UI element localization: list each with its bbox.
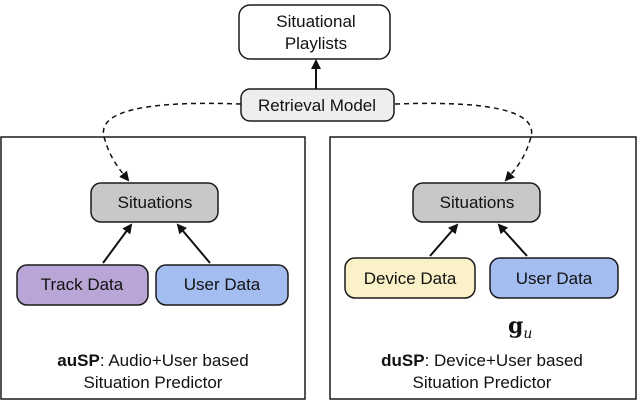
retrieval-to-left-situations-arrow [102, 102, 242, 182]
right-user-data-box [489, 257, 619, 299]
ausp-caption-bold: auSP [57, 351, 100, 370]
left-situations-node: Situations [90, 182, 219, 223]
dusp-panel-border [329, 136, 637, 400]
situational-playlists-line2: Playlists [285, 34, 347, 53]
device-data-node: Device Data [344, 257, 476, 299]
ausp-caption-line2: Situation Predictor [84, 373, 223, 392]
retrieval-model-node: Retrieval Model [240, 88, 395, 122]
right-user-data-node: User Data [489, 257, 619, 299]
gu-math-base: g [508, 313, 523, 339]
track-to-situations-arrow [102, 223, 133, 264]
dusp-caption-bold: duSP [381, 351, 424, 370]
dusp-panel: Situations Device Data User Data gu duSP… [329, 136, 637, 400]
situational-playlists-line1: Situational [276, 12, 355, 31]
track-data-box [16, 264, 149, 306]
track-data-node: Track Data [16, 264, 149, 306]
device-to-situations-arrow [429, 223, 459, 257]
device-data-box [344, 257, 476, 299]
right-situations-label: Situations [440, 193, 515, 212]
ausp-caption-rest: : Audio+User based [100, 351, 249, 370]
left-user-data-label: User Data [184, 275, 261, 294]
gu-math-symbol: gu [508, 313, 532, 342]
gu-math-subscript: u [523, 326, 532, 342]
right-user-to-situations-arrow [497, 223, 528, 257]
left-situations-label: Situations [118, 193, 193, 212]
left-user-data-box [155, 264, 289, 306]
track-data-label: Track Data [41, 275, 124, 294]
right-situations-box [412, 182, 541, 223]
right-situations-node: Situations [412, 182, 541, 223]
retrieval-to-right-situations-arrow [394, 102, 533, 182]
situational-playlists-node: Situational Playlists [238, 4, 391, 60]
left-situations-box [90, 182, 219, 223]
left-user-to-situations-arrow [176, 223, 211, 264]
retrieval-model-label: Retrieval Model [258, 96, 376, 115]
right-user-data-label: User Data [516, 269, 593, 288]
retrieval-model-box [240, 88, 395, 122]
ausp-panel-border [0, 136, 306, 400]
dusp-caption-line2: Situation Predictor [413, 373, 552, 392]
device-data-label: Device Data [364, 269, 457, 288]
dusp-caption-rest: : Device+User based [425, 351, 583, 370]
dusp-caption-line1: duSP: Device+User based [381, 351, 583, 370]
left-user-data-node: User Data [155, 264, 289, 306]
ausp-panel: Situations Track Data User Data auSP: Au… [0, 136, 306, 400]
ausp-caption-line1: auSP: Audio+User based [57, 351, 248, 370]
